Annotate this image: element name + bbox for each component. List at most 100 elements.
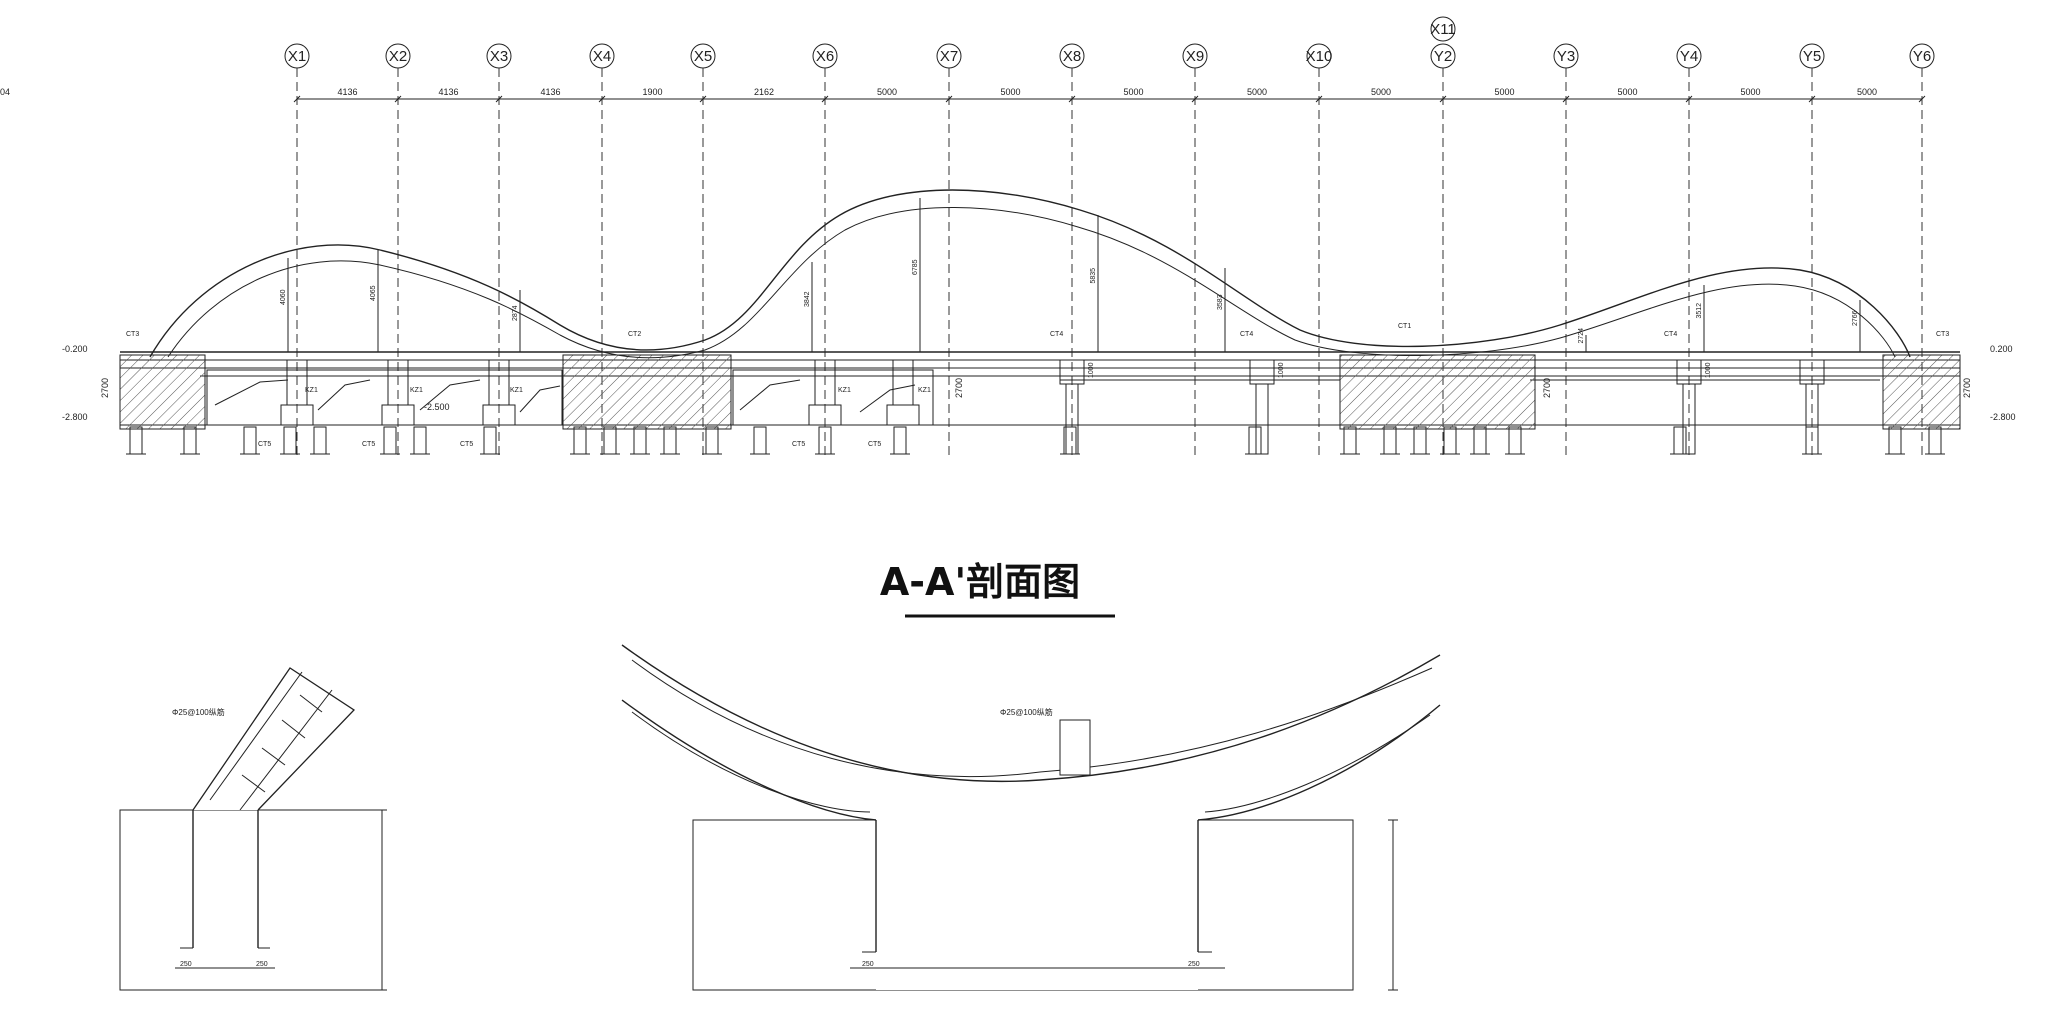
pile-row	[126, 359, 1945, 455]
left-dim-2: 250	[256, 961, 268, 968]
rise-dim: 4065	[370, 250, 379, 352]
spacing-dim: 5000	[1857, 87, 1877, 97]
pier	[1249, 359, 1275, 455]
column	[381, 359, 415, 426]
level-bottom-right: -2.800	[1990, 412, 2016, 422]
column	[886, 359, 920, 426]
level-mid: -2.500	[424, 402, 450, 412]
pile	[1380, 426, 1400, 455]
pile	[180, 426, 200, 455]
pile	[310, 426, 330, 455]
axis-y4: Y4	[1676, 43, 1702, 460]
abutment-right	[1882, 354, 1961, 430]
right-dim-1: 250	[862, 961, 874, 968]
axis-label: X5	[694, 48, 712, 65]
rise-dim: 5835	[1090, 215, 1099, 352]
axis-label: X7	[940, 48, 958, 65]
axis-label: Y5	[1803, 48, 1821, 65]
pile	[1060, 426, 1080, 455]
pier-dim-label: 1000	[1088, 362, 1095, 378]
rise-dim: 4060	[280, 258, 289, 352]
cap-tag: CT5	[460, 441, 473, 448]
rise-dim-label: 6785	[912, 259, 919, 275]
pile	[1505, 426, 1525, 455]
spacing-dim: 5000	[1000, 87, 1020, 97]
pile	[1440, 426, 1460, 455]
axis-label: Y4	[1680, 48, 1698, 65]
axis-label: Y3	[1557, 48, 1575, 65]
column-tag: KZ1	[838, 387, 851, 394]
cap-tag: CT5	[792, 441, 805, 448]
cap-tag: CT4	[1664, 331, 1677, 338]
rise-dim-label: 3512	[1696, 303, 1703, 319]
left-rebar-note: Φ25@100纵筋	[172, 707, 225, 717]
spacing-dim: 4136	[540, 87, 560, 97]
axis-x2: X2	[385, 43, 411, 460]
cap-x10-y2	[1339, 354, 1536, 430]
beam-depth-right: 2700	[1962, 378, 1972, 398]
pile	[630, 426, 650, 455]
pile	[1470, 426, 1490, 455]
axis-x1: X1	[284, 43, 310, 460]
cap-tag: CT2	[628, 331, 641, 338]
rise-dim: 3842	[804, 262, 813, 352]
cap-tag: CT5	[258, 441, 271, 448]
rise-dim: 3512	[1696, 285, 1705, 352]
cap-tag: CT3	[1936, 331, 1949, 338]
column-tag: KZ1	[410, 387, 423, 394]
pile	[380, 426, 400, 455]
pier	[1799, 359, 1825, 455]
abutment-left	[119, 354, 206, 430]
pile	[890, 426, 910, 455]
axis-label: X1	[288, 48, 306, 65]
axis-label: X2	[389, 48, 407, 65]
rise-dim-label: 5835	[1090, 268, 1097, 284]
pile	[126, 426, 146, 455]
spacing-dim: 1900	[642, 87, 662, 97]
axis-label: Y6	[1913, 48, 1931, 65]
column	[808, 359, 842, 426]
pile	[702, 426, 722, 455]
cap-tag: CT4	[1240, 331, 1253, 338]
axis-x8: X8	[1059, 43, 1085, 460]
column-tag: KZ1	[305, 387, 318, 394]
right-dim-2: 250	[1188, 961, 1200, 968]
axis-label: X8	[1063, 48, 1081, 65]
column	[482, 359, 516, 426]
axis-label: X3	[490, 48, 508, 65]
axis-label: Y2	[1434, 48, 1452, 65]
axis-x7: X7	[936, 43, 962, 460]
axis-x10: X10	[1306, 43, 1333, 460]
grid-axes: X1 X2 X3 X4 X5 X6 X7 X8 X9 X10 Y2 Y3 Y4 Y5 Y6	[284, 43, 1935, 460]
rise-dim-label: 4060	[280, 289, 287, 305]
pile	[750, 426, 770, 455]
pile	[280, 426, 300, 455]
axis-label: X4	[593, 48, 611, 65]
pile	[410, 426, 430, 455]
pile	[1410, 426, 1430, 455]
axis-bubble-extra: X11	[1430, 16, 1456, 42]
axis-x6: X6	[812, 43, 838, 460]
axis-label: X10	[1306, 48, 1333, 65]
beam-depth-left: 2700	[100, 378, 110, 398]
pier-dim-label: 1000	[1705, 362, 1712, 378]
axis-x9: X9	[1182, 43, 1208, 460]
pier	[1676, 359, 1702, 455]
axis-y3: Y3	[1553, 43, 1579, 460]
right-rebar-note: Φ25@100纵筋	[1000, 707, 1053, 717]
detail-right: Φ25@100纵筋 250 250	[621, 644, 1441, 991]
rise-dim: 2766	[1852, 300, 1861, 352]
spacing-dim: 5000	[1740, 87, 1760, 97]
rise-dim-label: 2766	[1852, 310, 1859, 326]
cap-tag: CT4	[1050, 331, 1063, 338]
spacing-dim: 5000	[877, 87, 897, 97]
beam-depth-mid-2: 2700	[1542, 378, 1552, 398]
spacing-dim: 5000	[1123, 87, 1143, 97]
left-dim-1: 250	[180, 961, 192, 968]
wave-arch-inner	[167, 207, 1896, 359]
spacing-dim: 4504	[0, 87, 10, 97]
pier	[1059, 359, 1085, 455]
